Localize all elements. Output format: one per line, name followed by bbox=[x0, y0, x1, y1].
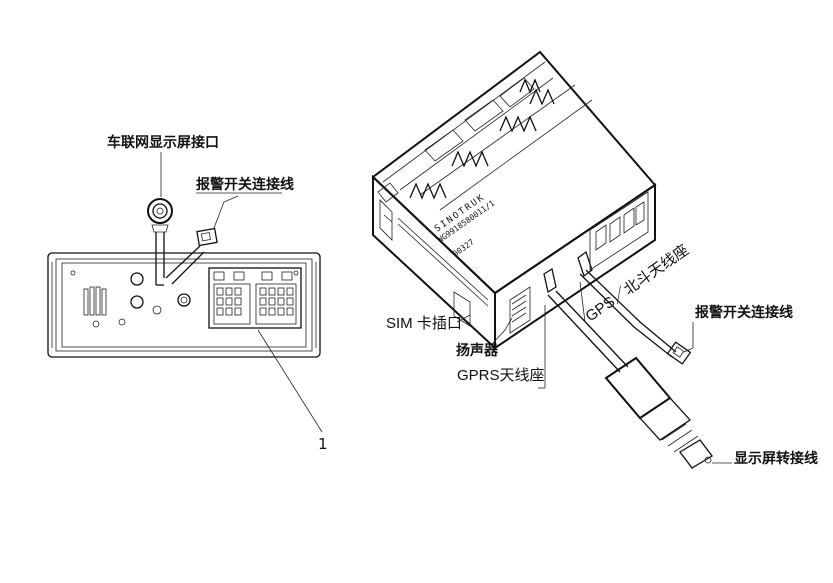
rear-panel-face bbox=[61, 262, 307, 348]
display-adapter-wire-label: 显示屏转接线 bbox=[734, 450, 818, 467]
vent-slots bbox=[83, 286, 107, 316]
alarm-wire-left-label: 报警开关连接线 bbox=[196, 176, 294, 193]
unit-top-face bbox=[371, 50, 657, 295]
multi-pin-connector bbox=[208, 267, 302, 329]
display-interface-connector bbox=[147, 198, 173, 286]
rear-connector-block bbox=[589, 191, 649, 271]
gps-cable bbox=[579, 269, 692, 365]
alarm-wire-right-label: 报警开关连接线 bbox=[695, 304, 793, 321]
serial-number-2: 00327 bbox=[451, 237, 476, 258]
round-port bbox=[177, 293, 191, 307]
speaker-label: 扬声器 bbox=[456, 342, 499, 359]
rear-panel-outline bbox=[47, 252, 321, 358]
callout-leader bbox=[257, 329, 323, 433]
gprs-antenna-label: GPRS天线座 bbox=[457, 367, 545, 384]
gps-beidou-antenna-label: GPS／北斗天线座 bbox=[583, 242, 692, 326]
display-interface-label: 车联网显示屏接口 bbox=[107, 134, 219, 151]
alarm-wire-plug-left bbox=[165, 195, 239, 285]
sim-slot bbox=[453, 291, 471, 327]
screw-dot bbox=[70, 270, 76, 276]
screw-dot bbox=[293, 270, 299, 276]
top-spring-clips bbox=[409, 78, 555, 200]
callout-number: 1 bbox=[318, 435, 328, 453]
gprs-socket bbox=[543, 267, 557, 294]
rear-view-panel bbox=[47, 195, 323, 433]
isometric-unit bbox=[371, 50, 657, 351]
round-port bbox=[130, 272, 144, 286]
gps-socket bbox=[577, 250, 593, 278]
unit-side-face bbox=[494, 183, 656, 350]
round-port bbox=[130, 295, 144, 309]
display-adapter-cable bbox=[547, 290, 713, 469]
rear-panel-inner bbox=[55, 258, 313, 352]
sim-slot-label: SIM 卡插口 bbox=[386, 315, 462, 332]
